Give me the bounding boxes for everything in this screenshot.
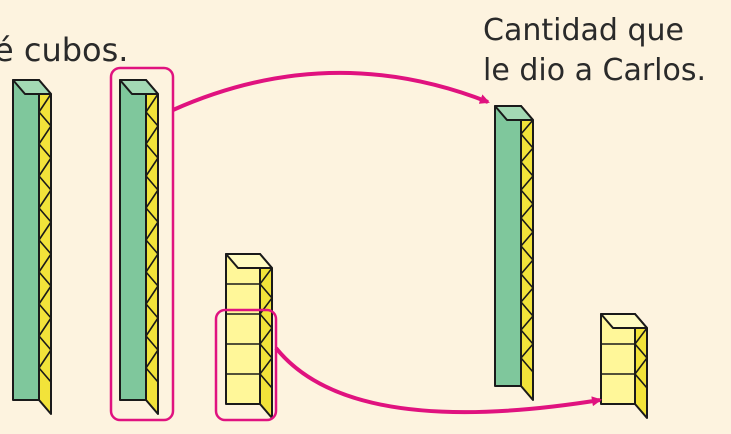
- ten-rod-1: [12, 79, 52, 415]
- arrow-units-to-carlos: [274, 346, 602, 415]
- ten-rod-1-front: [12, 79, 40, 401]
- annotation-line-2: le dio a Carlos.: [483, 53, 707, 88]
- highlight-box-units: [214, 308, 278, 422]
- instruction-text-fragment: é cubos.: [0, 31, 129, 69]
- annotation-line-1: Cantidad que: [483, 13, 684, 48]
- unit-stack-5-front: [225, 253, 261, 405]
- ten-rod-2-highlighted-front: [119, 79, 147, 401]
- ten-rod-carlos: [494, 105, 534, 401]
- unit-stack-3-carlos: [600, 313, 648, 419]
- unit-stack-5: [225, 253, 273, 419]
- ten-rod-2-highlighted: [119, 79, 159, 415]
- highlight-box-ten-rod: [109, 66, 175, 422]
- arrow-ten-rod-to-carlos: [172, 70, 490, 112]
- ten-rod-carlos-front: [494, 105, 522, 387]
